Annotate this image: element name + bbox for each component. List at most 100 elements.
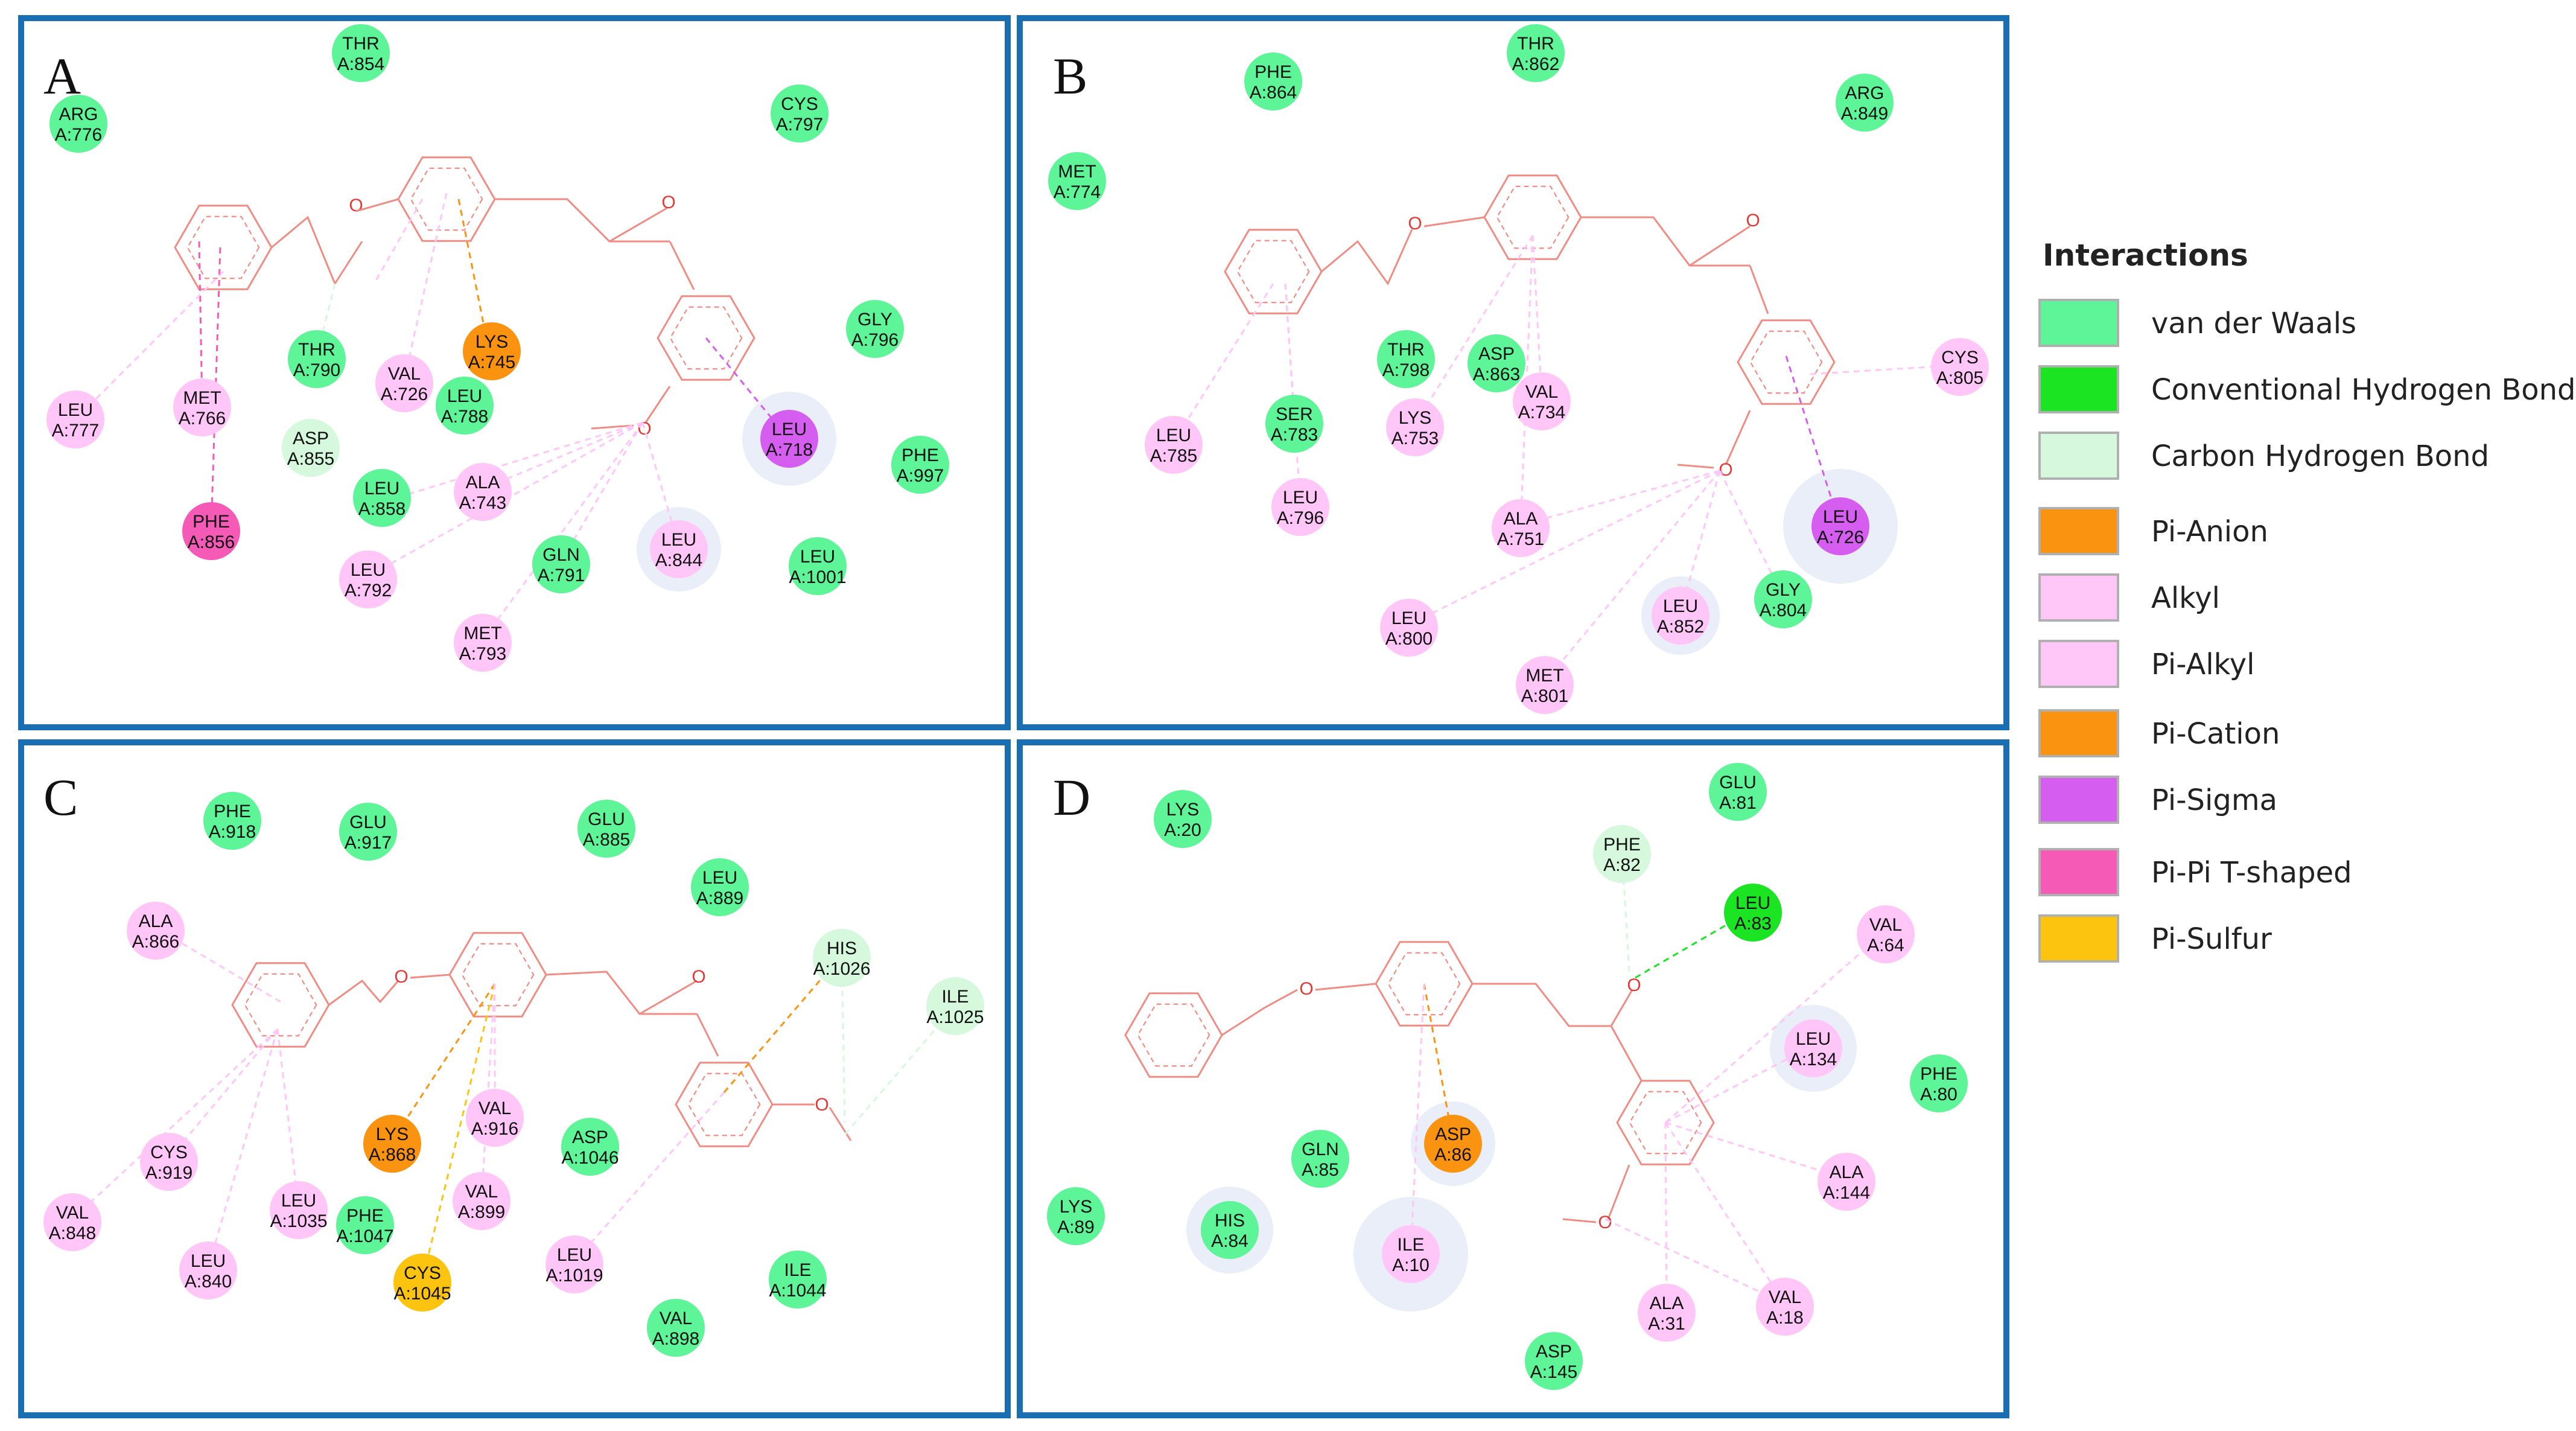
residue-id: A:862 bbox=[1512, 54, 1559, 74]
interaction-line bbox=[482, 422, 644, 640]
benzyl-ether-linker bbox=[328, 979, 399, 1006]
residue-id: A:796 bbox=[851, 330, 898, 350]
residue-node bbox=[771, 84, 828, 142]
oxygen-atom: O bbox=[1408, 214, 1422, 234]
residue-id: A:997 bbox=[897, 466, 944, 486]
residue-name: ALA bbox=[1830, 1162, 1864, 1182]
interaction-line bbox=[316, 283, 336, 357]
legend-label: Pi-Sulfur bbox=[2151, 922, 2272, 956]
legend-swatch bbox=[2038, 507, 2119, 555]
methyl-bond bbox=[1562, 1218, 1597, 1223]
residue-name: THR bbox=[1517, 34, 1554, 54]
residue-name: ALA bbox=[139, 911, 173, 931]
panel-letter: B bbox=[1053, 47, 1087, 105]
legend-item-carbon-hbond: Carbon Hydrogen Bond bbox=[2038, 432, 2489, 480]
residue-node bbox=[561, 1118, 619, 1176]
residue-name: THR bbox=[298, 340, 336, 360]
residue-name: GLN bbox=[542, 545, 580, 565]
oxygen-atom: O bbox=[692, 967, 705, 987]
legend-swatch bbox=[2038, 573, 2119, 622]
residue-name: LEU bbox=[447, 386, 482, 406]
legend-label: Pi-Cation bbox=[2151, 717, 2280, 751]
residue-node bbox=[353, 469, 411, 527]
residue-name: LEU bbox=[1156, 425, 1191, 445]
residue-name: ASP bbox=[1435, 1124, 1471, 1144]
interaction-line bbox=[77, 270, 224, 418]
residue-node bbox=[1377, 330, 1435, 388]
residue-name: ARG bbox=[59, 104, 98, 124]
residue-node bbox=[1652, 587, 1709, 645]
residue-node bbox=[577, 800, 635, 858]
residue-node bbox=[46, 390, 104, 448]
residue-name: LEU bbox=[364, 479, 399, 499]
residue-id: A:85 bbox=[1302, 1160, 1339, 1180]
residue-name: HIS bbox=[827, 939, 857, 958]
residue-node bbox=[1724, 884, 1782, 942]
benzyl-ether-linker bbox=[1221, 989, 1298, 1036]
residue-node bbox=[339, 803, 397, 861]
residue-name: CYS bbox=[1941, 348, 1979, 368]
residue-name: VAL bbox=[56, 1203, 89, 1223]
aryl-bond bbox=[696, 1013, 719, 1057]
residue-name: ILE bbox=[941, 987, 968, 1007]
residue-node bbox=[760, 410, 818, 468]
interaction-line bbox=[1604, 1218, 1786, 1305]
interaction-line bbox=[457, 199, 490, 351]
ether-bond bbox=[1315, 983, 1376, 991]
residue-node bbox=[466, 1089, 524, 1147]
interaction-line bbox=[373, 199, 424, 284]
enone-chain bbox=[1581, 216, 1750, 267]
residue-node bbox=[650, 520, 708, 578]
residue-id: A:800 bbox=[1385, 629, 1433, 649]
legend-label: van der Waals bbox=[2151, 307, 2356, 340]
residue-node bbox=[545, 1235, 603, 1293]
residue-node bbox=[454, 463, 512, 521]
oxygen-atom: O bbox=[1746, 211, 1760, 231]
residue-id: A:889 bbox=[696, 888, 743, 908]
residue-node bbox=[436, 377, 494, 435]
interaction-line bbox=[276, 1028, 300, 1208]
residue-node bbox=[1380, 599, 1438, 657]
residue-node bbox=[1244, 53, 1302, 110]
residue-name: VAL bbox=[1869, 915, 1902, 935]
residue-node bbox=[1507, 24, 1565, 82]
residue-node bbox=[393, 1254, 451, 1311]
residue-id: A:852 bbox=[1657, 617, 1704, 637]
legend-item-pi-sigma: Pi-Sigma bbox=[2038, 776, 2277, 824]
methyl-bond bbox=[591, 424, 634, 430]
interaction-line bbox=[1284, 283, 1302, 505]
residue-id: A:1019 bbox=[545, 1266, 603, 1286]
residue-name: THR bbox=[342, 34, 380, 54]
interaction-line bbox=[573, 1092, 725, 1262]
residue-node bbox=[1525, 1332, 1583, 1390]
residue-name: VAL bbox=[465, 1182, 498, 1202]
residue-name: LYS bbox=[1166, 800, 1199, 820]
residue-node bbox=[140, 1133, 198, 1191]
